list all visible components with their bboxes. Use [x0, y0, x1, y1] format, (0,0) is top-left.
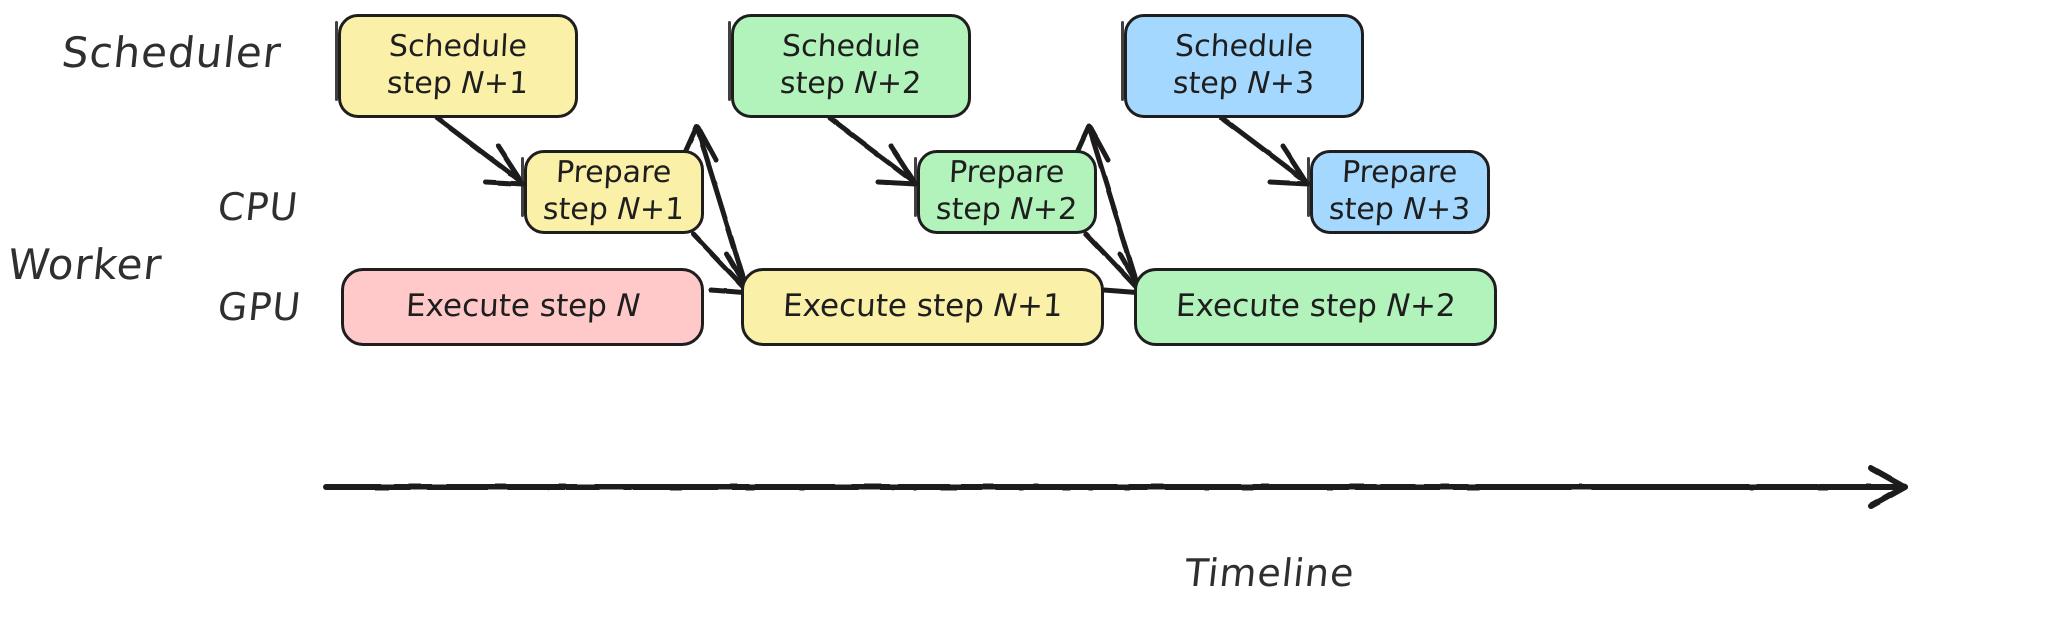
node-line-2: step N+1	[542, 192, 686, 227]
node-line-2: step N+1	[386, 66, 530, 101]
lane-label-cpu: CPU	[215, 185, 301, 229]
lane-label-scheduler: Scheduler	[59, 28, 284, 77]
node-line-1: Execute step N	[404, 288, 641, 325]
lane-label-worker: Worker	[5, 240, 165, 289]
node-line-1: Schedule	[781, 29, 921, 65]
node-line-1: Prepare	[555, 155, 673, 191]
arrow-schedule-n2-to-prepare-n2	[827, 115, 919, 187]
lane-label-gpu: GPU	[215, 285, 304, 329]
node-line-2: step N+3	[1328, 192, 1472, 227]
node-line-1: Prepare	[948, 155, 1066, 191]
arrow-schedule-n3-to-prepare-n3	[1219, 115, 1311, 187]
node-execute-step-n[interactable]: Execute step N	[341, 268, 704, 346]
node-line-1: Execute step N+2	[1174, 288, 1457, 325]
node-prepare-step-n3[interactable]: Prepare step N+3	[1307, 150, 1490, 234]
node-line-2: step N+2	[935, 192, 1079, 227]
node-prepare-step-n1[interactable]: Prepare step N+1	[521, 150, 704, 234]
timeline-axis	[323, 465, 1908, 509]
node-line-1: Schedule	[1174, 29, 1314, 65]
node-schedule-step-n1[interactable]: Schedule step N+1	[335, 14, 578, 118]
node-line-1: Schedule	[388, 29, 528, 65]
node-line-2: step N+2	[779, 66, 923, 101]
node-schedule-step-n2[interactable]: Schedule step N+2	[728, 14, 971, 118]
node-line-1: Execute step N+1	[781, 288, 1064, 325]
node-prepare-step-n2[interactable]: Prepare step N+2	[914, 150, 1097, 234]
node-execute-step-n1[interactable]: Execute step N+1	[741, 268, 1104, 346]
axis-label-timeline: Timeline	[1182, 551, 1357, 595]
node-schedule-step-n3[interactable]: Schedule step N+3	[1121, 14, 1364, 118]
node-line-2: step N+3	[1172, 66, 1316, 101]
arrow-schedule-n1-to-prepare-n1	[434, 115, 526, 187]
node-execute-step-n2[interactable]: Execute step N+2	[1134, 268, 1497, 346]
node-line-1: Prepare	[1341, 155, 1459, 191]
